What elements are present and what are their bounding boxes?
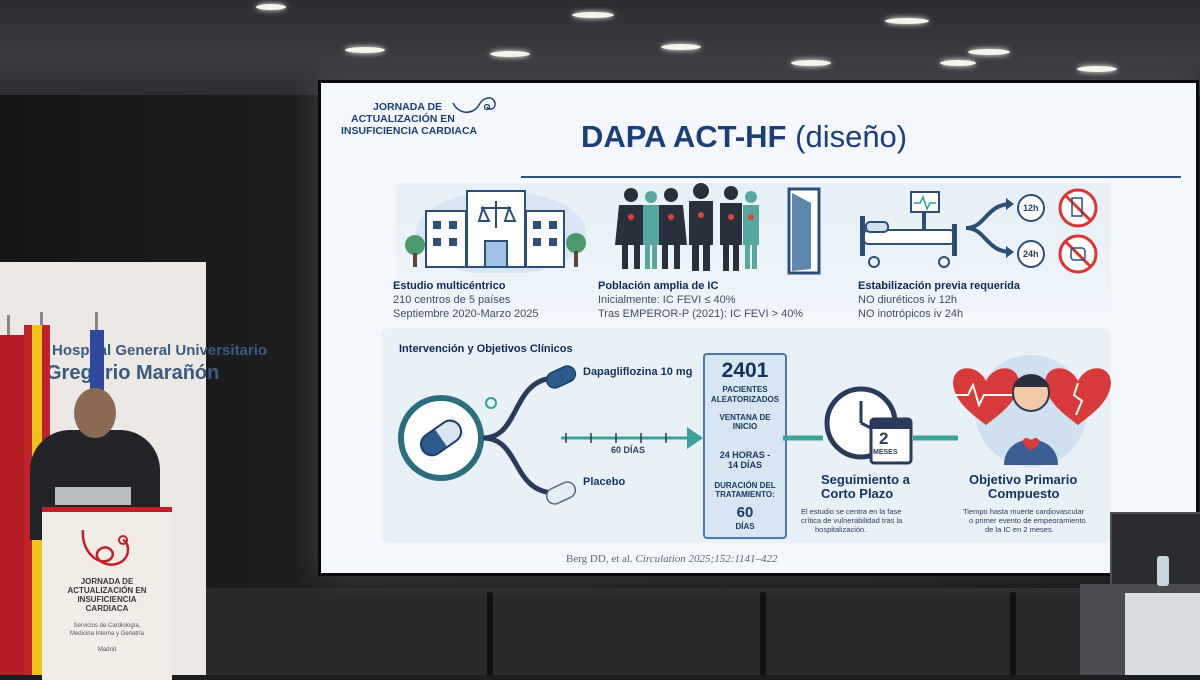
slide-title-paren: (diseño) — [795, 119, 908, 154]
podium-line: INSUFICIENCIA — [77, 595, 137, 604]
citation: Berg DD, et al. Circulation 2025;152:114… — [566, 553, 778, 565]
ceiling-light — [572, 12, 614, 18]
rail — [487, 592, 493, 675]
followup-heading2: Corto Plazo — [821, 486, 894, 501]
section2-heading: Intervención y Objetivos Clínicos — [399, 343, 573, 355]
box-text: DURACIÓN DEL — [714, 481, 776, 490]
enrollment-box: 2401 PACIENTES ALEATORIZADOS VENTANA DE … — [703, 353, 787, 539]
podium-line: ACTUALIZACIÓN EN — [67, 586, 147, 595]
ceiling-light — [661, 44, 701, 50]
endpoint-desc: o primer evento de empeoramiento — [969, 516, 1086, 525]
title-rule — [521, 176, 1181, 178]
endpoint-heading1: Objetivo Primario — [969, 472, 1078, 487]
pill-randomization-icon — [398, 365, 703, 505]
endpoint-heading2: Compuesto — [988, 486, 1060, 501]
stethoscope-logo-icon — [81, 529, 130, 566]
box-text: 24 HORAS - — [719, 450, 771, 460]
ceiling-light — [885, 18, 929, 24]
box-text: INICIO — [732, 422, 758, 431]
arm-placebo: Placebo — [583, 476, 626, 488]
panel2-heading: Población amplia de IC — [598, 280, 719, 292]
box-text: DÍAS — [735, 522, 755, 531]
citation-ref: 2025;152:1141–422 — [688, 553, 778, 565]
ceiling-light — [968, 49, 1010, 55]
side-monitor — [1110, 512, 1200, 588]
followup-desc: crítica de vulnerabilidad tras la — [801, 516, 903, 525]
banner-line1: Hospital General Universitario — [52, 342, 268, 359]
podium-line: JORNADA DE — [80, 577, 134, 586]
box-text: PACIENTES — [722, 385, 768, 394]
podium-line: CARDIACA — [85, 604, 129, 613]
panel3-heading: Estabilización previa requerida — [858, 280, 1021, 292]
box-text: TRATAMIENTO: — [715, 490, 775, 499]
endpoint-desc: de la IC en 2 meses. — [985, 525, 1054, 534]
hospital-bed-icon — [860, 188, 1098, 274]
panel1-line2: Septiembre 2020-Marzo 2025 — [393, 308, 539, 320]
box-text: 14 DÍAS — [727, 460, 762, 470]
speaker-head — [74, 388, 116, 438]
panel2-line1: Inicialmente: IC FEVI ≤ 40% — [598, 294, 736, 306]
banner-line2: Gregorio Marañón — [46, 362, 220, 384]
podium-title: JORNADA DE ACTUALIZACIÓN EN INSUFICIENCI… — [42, 577, 172, 613]
panel3-line2: NO inotrópicos iv 24h — [858, 308, 964, 320]
logo-line: ACTUALIZACIÓN EN — [351, 113, 455, 125]
followup-heading1: Seguimiento a — [821, 472, 910, 487]
population-people-icon — [615, 183, 821, 275]
calendar-number: 2 — [879, 429, 889, 448]
panel3-line1: NO diuréticos iv 12h — [858, 294, 958, 306]
panel1-heading: Estudio multicéntrico — [393, 280, 506, 292]
stethoscope-icon — [452, 97, 496, 113]
laptop — [55, 487, 131, 505]
badge-24h: 24h — [1023, 249, 1039, 259]
followup-desc: El estudio se centra en la fase — [801, 507, 902, 516]
ceiling-light — [490, 51, 530, 57]
arm-dapagliflozina: Dapagliflozina 10 mg — [583, 366, 693, 378]
flag-eu — [90, 330, 104, 400]
box-text: ALEATORIZADOS — [710, 395, 780, 404]
ceiling — [0, 0, 1200, 95]
ceiling-light — [1077, 66, 1117, 72]
logo-line: INSUFICIENCIA CARDIACA — [341, 125, 478, 137]
podium-line: Servicios de Cardiología, — [73, 623, 141, 629]
side-sign — [1125, 593, 1200, 675]
water-bottle — [1157, 556, 1169, 586]
rail — [1010, 592, 1016, 675]
panel2-line2: Tras EMPEROR-P (2021): IC FEVI > 40% — [598, 308, 804, 320]
days-label: 60 DÍAS — [611, 445, 646, 455]
hospital-building-icon — [405, 190, 586, 273]
box-text: 60 — [736, 504, 754, 521]
slide-title: DAPA ACT-HF (diseño) — [581, 119, 907, 155]
endpoint-desc: Tiempo hasta muerte cardiovascular — [963, 507, 1085, 516]
badge-12h: 12h — [1023, 203, 1039, 213]
podium-subtitle: Servicios de Cardiología, Medicina Inter… — [42, 622, 172, 654]
slide-title-main: DAPA ACT-HF — [581, 119, 787, 154]
logo-line: JORNADA DE — [373, 101, 443, 113]
conference-logo: JORNADA DE ACTUALIZACIÓN EN INSUFICIENCI… — [341, 101, 477, 137]
ceiling-light — [256, 4, 286, 10]
citation-journal: Circulation — [635, 553, 686, 565]
patient-count: 2401 — [721, 359, 769, 382]
clock-calendar-icon — [783, 386, 958, 465]
flag-madrid — [0, 335, 26, 675]
followup-desc: hospitalización. — [815, 525, 867, 534]
ceiling-light — [940, 60, 976, 66]
podium-line: Medicina Interna y Geriatría — [69, 631, 145, 637]
box-text: VENTANA DE — [719, 413, 771, 422]
podium: JORNADA DE ACTUALIZACIÓN EN INSUFICIENCI… — [42, 507, 172, 680]
citation-authors: Berg DD, et al. — [566, 553, 633, 565]
rail — [760, 592, 766, 675]
projection-screen: JORNADA DE ACTUALIZACIÓN EN INSUFICIENCI… — [318, 80, 1199, 576]
patient-heart-icon — [953, 355, 1111, 467]
panel1-line1: 210 centros de 5 países — [393, 294, 511, 306]
ceiling-light — [345, 47, 385, 53]
podium-line: Madrid — [97, 647, 117, 653]
calendar-unit: MESES — [873, 449, 898, 456]
ceiling-light — [791, 60, 831, 66]
